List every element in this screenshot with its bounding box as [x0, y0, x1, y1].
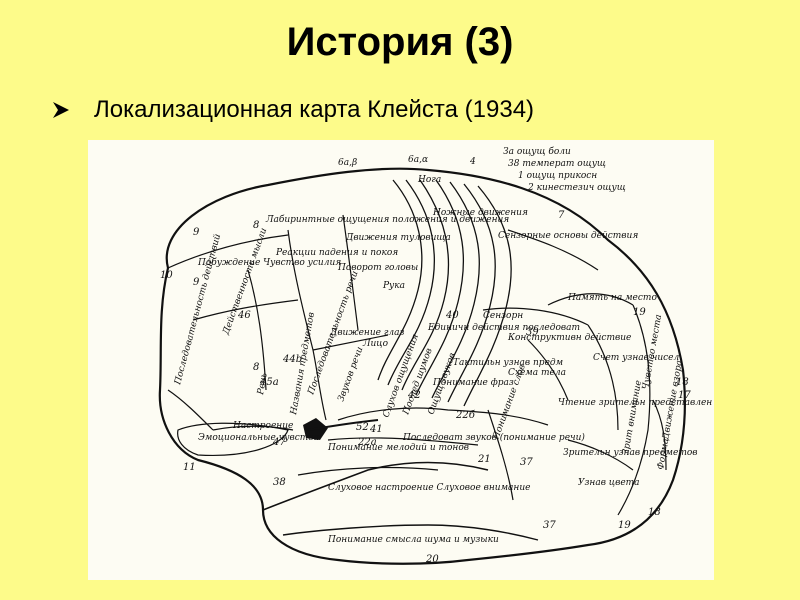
- area-num-41: 41: [369, 424, 383, 435]
- label-6a-beta: 6a,β: [338, 158, 357, 168]
- area-num-37b: 37: [543, 520, 556, 531]
- label-memory-place: Память на место: [567, 293, 657, 303]
- area-num-8: 8: [253, 220, 259, 231]
- label-understanding-phrase: Понимание фраз: [432, 378, 514, 388]
- label-color: Узнав цвета: [578, 478, 640, 488]
- label-temperature: 38 температ ощущ: [508, 159, 606, 169]
- area-num-18a: 18: [676, 377, 689, 388]
- brain-map-drawing: 6a,β 6a,α 4 За ощущ боли 38 температ ощу…: [158, 146, 712, 565]
- area-num-19b: 19: [618, 520, 631, 531]
- area-num-40: 40: [445, 310, 459, 321]
- label-speech: Речь: [256, 372, 270, 396]
- area-num-9a: 9: [193, 227, 200, 238]
- label-unity-actions: Единичн действия последоват: [427, 323, 580, 333]
- area-num-22b: 22б: [455, 410, 476, 421]
- area-num-52: 52: [356, 422, 369, 433]
- area-num-21: 21: [477, 454, 491, 465]
- brain-outline: [158, 167, 687, 565]
- label-sensory-bases: Сензорные основы действия: [498, 231, 638, 241]
- label-tactile: Тактильн узнав предм: [453, 358, 563, 368]
- label-head-turn: Поворот головы: [337, 263, 418, 273]
- label-reading: Чтение зрительн представлен: [558, 398, 712, 408]
- area-num-37a: 37: [520, 457, 533, 468]
- label-mood: Настроение: [232, 421, 293, 431]
- label-face: Лицо: [362, 339, 389, 349]
- area-num-11: 11: [183, 462, 196, 473]
- label-body-scheme: Схема тела: [508, 368, 566, 378]
- label-4: 4: [469, 157, 476, 167]
- slide-title: История (3): [286, 20, 514, 64]
- label-labyrinth: Лабиринтные ощущения положения и движени…: [265, 214, 509, 225]
- area-num-44b: 44b: [282, 354, 302, 365]
- area-7: 7: [558, 210, 565, 221]
- label-melody: Понимание мелодий и тонов: [327, 443, 469, 453]
- label-auditory-mood: Слуховое настроение Слуховое внимание: [328, 483, 530, 493]
- label-trunk-movement: Движения туловища: [345, 233, 451, 243]
- label-6a-alpha: 6a,α: [408, 155, 428, 165]
- area-num-39: 39: [526, 327, 539, 338]
- area-num-10: 10: [160, 270, 173, 281]
- label-sensory: Сензорн: [483, 311, 523, 321]
- label-word-sense: Понимание смысла шума и музыки: [327, 535, 499, 545]
- label-pain: За ощущ боли: [503, 146, 571, 157]
- area-num-17: 17: [678, 390, 691, 401]
- area-num-22a: 22a: [357, 437, 377, 448]
- label-hand: Рука: [382, 281, 405, 291]
- label-touch: 1 ощущ прикосн: [518, 171, 597, 181]
- area-num-9b: 9: [193, 277, 200, 288]
- area-num-20: 20: [425, 554, 439, 565]
- area-num-38: 38: [273, 477, 286, 488]
- area-num-42: 42: [407, 390, 421, 401]
- label-visual-attention: Зрит внимание: [621, 380, 644, 456]
- label-trunk-reactions: Реакции падения и покоя: [275, 248, 398, 258]
- bullet-item: Локализационная карта Клейста (1934): [50, 96, 534, 124]
- label-construct-action: Конструктивн действие: [507, 333, 631, 343]
- arrowhead-bullet-icon: [53, 102, 69, 118]
- label-sound-recognition: Последоват звуков (понимание речи): [402, 432, 585, 443]
- label-count: Счет узнав чисел: [593, 353, 679, 363]
- label-emotional: Эмоциональные чувства: [198, 433, 319, 443]
- label-speech-sound: Звуков речи: [336, 345, 365, 403]
- label-motivation: Побуждение Чувство усилия: [197, 257, 341, 268]
- area-num-8b: 8: [253, 362, 259, 373]
- area-num-19a: 19: [633, 307, 646, 318]
- kleist-localization-map: 6a,β 6a,α 4 За ощущ боли 38 температ ощу…: [88, 140, 714, 580]
- label-leg: Нога: [417, 175, 441, 185]
- label-labyrinth-text: Лабиринтные ощущения положения и движени…: [265, 214, 509, 225]
- area-num-46: 46: [237, 310, 251, 321]
- area-num-45a: 45a: [259, 377, 279, 388]
- area-num-18b: 18: [648, 507, 661, 518]
- label-leg-movement: Ножные движения: [432, 208, 528, 218]
- bullet-text: Локализационная карта Клейста (1934): [94, 96, 535, 123]
- area-num-47: 47: [272, 437, 286, 448]
- label-visual-recog: Зрительн узнав предметов: [563, 448, 698, 458]
- label-kinesthetic: 2 кинестезич ощущ: [527, 183, 626, 193]
- label-eye-movement: Движение глаз: [329, 328, 404, 338]
